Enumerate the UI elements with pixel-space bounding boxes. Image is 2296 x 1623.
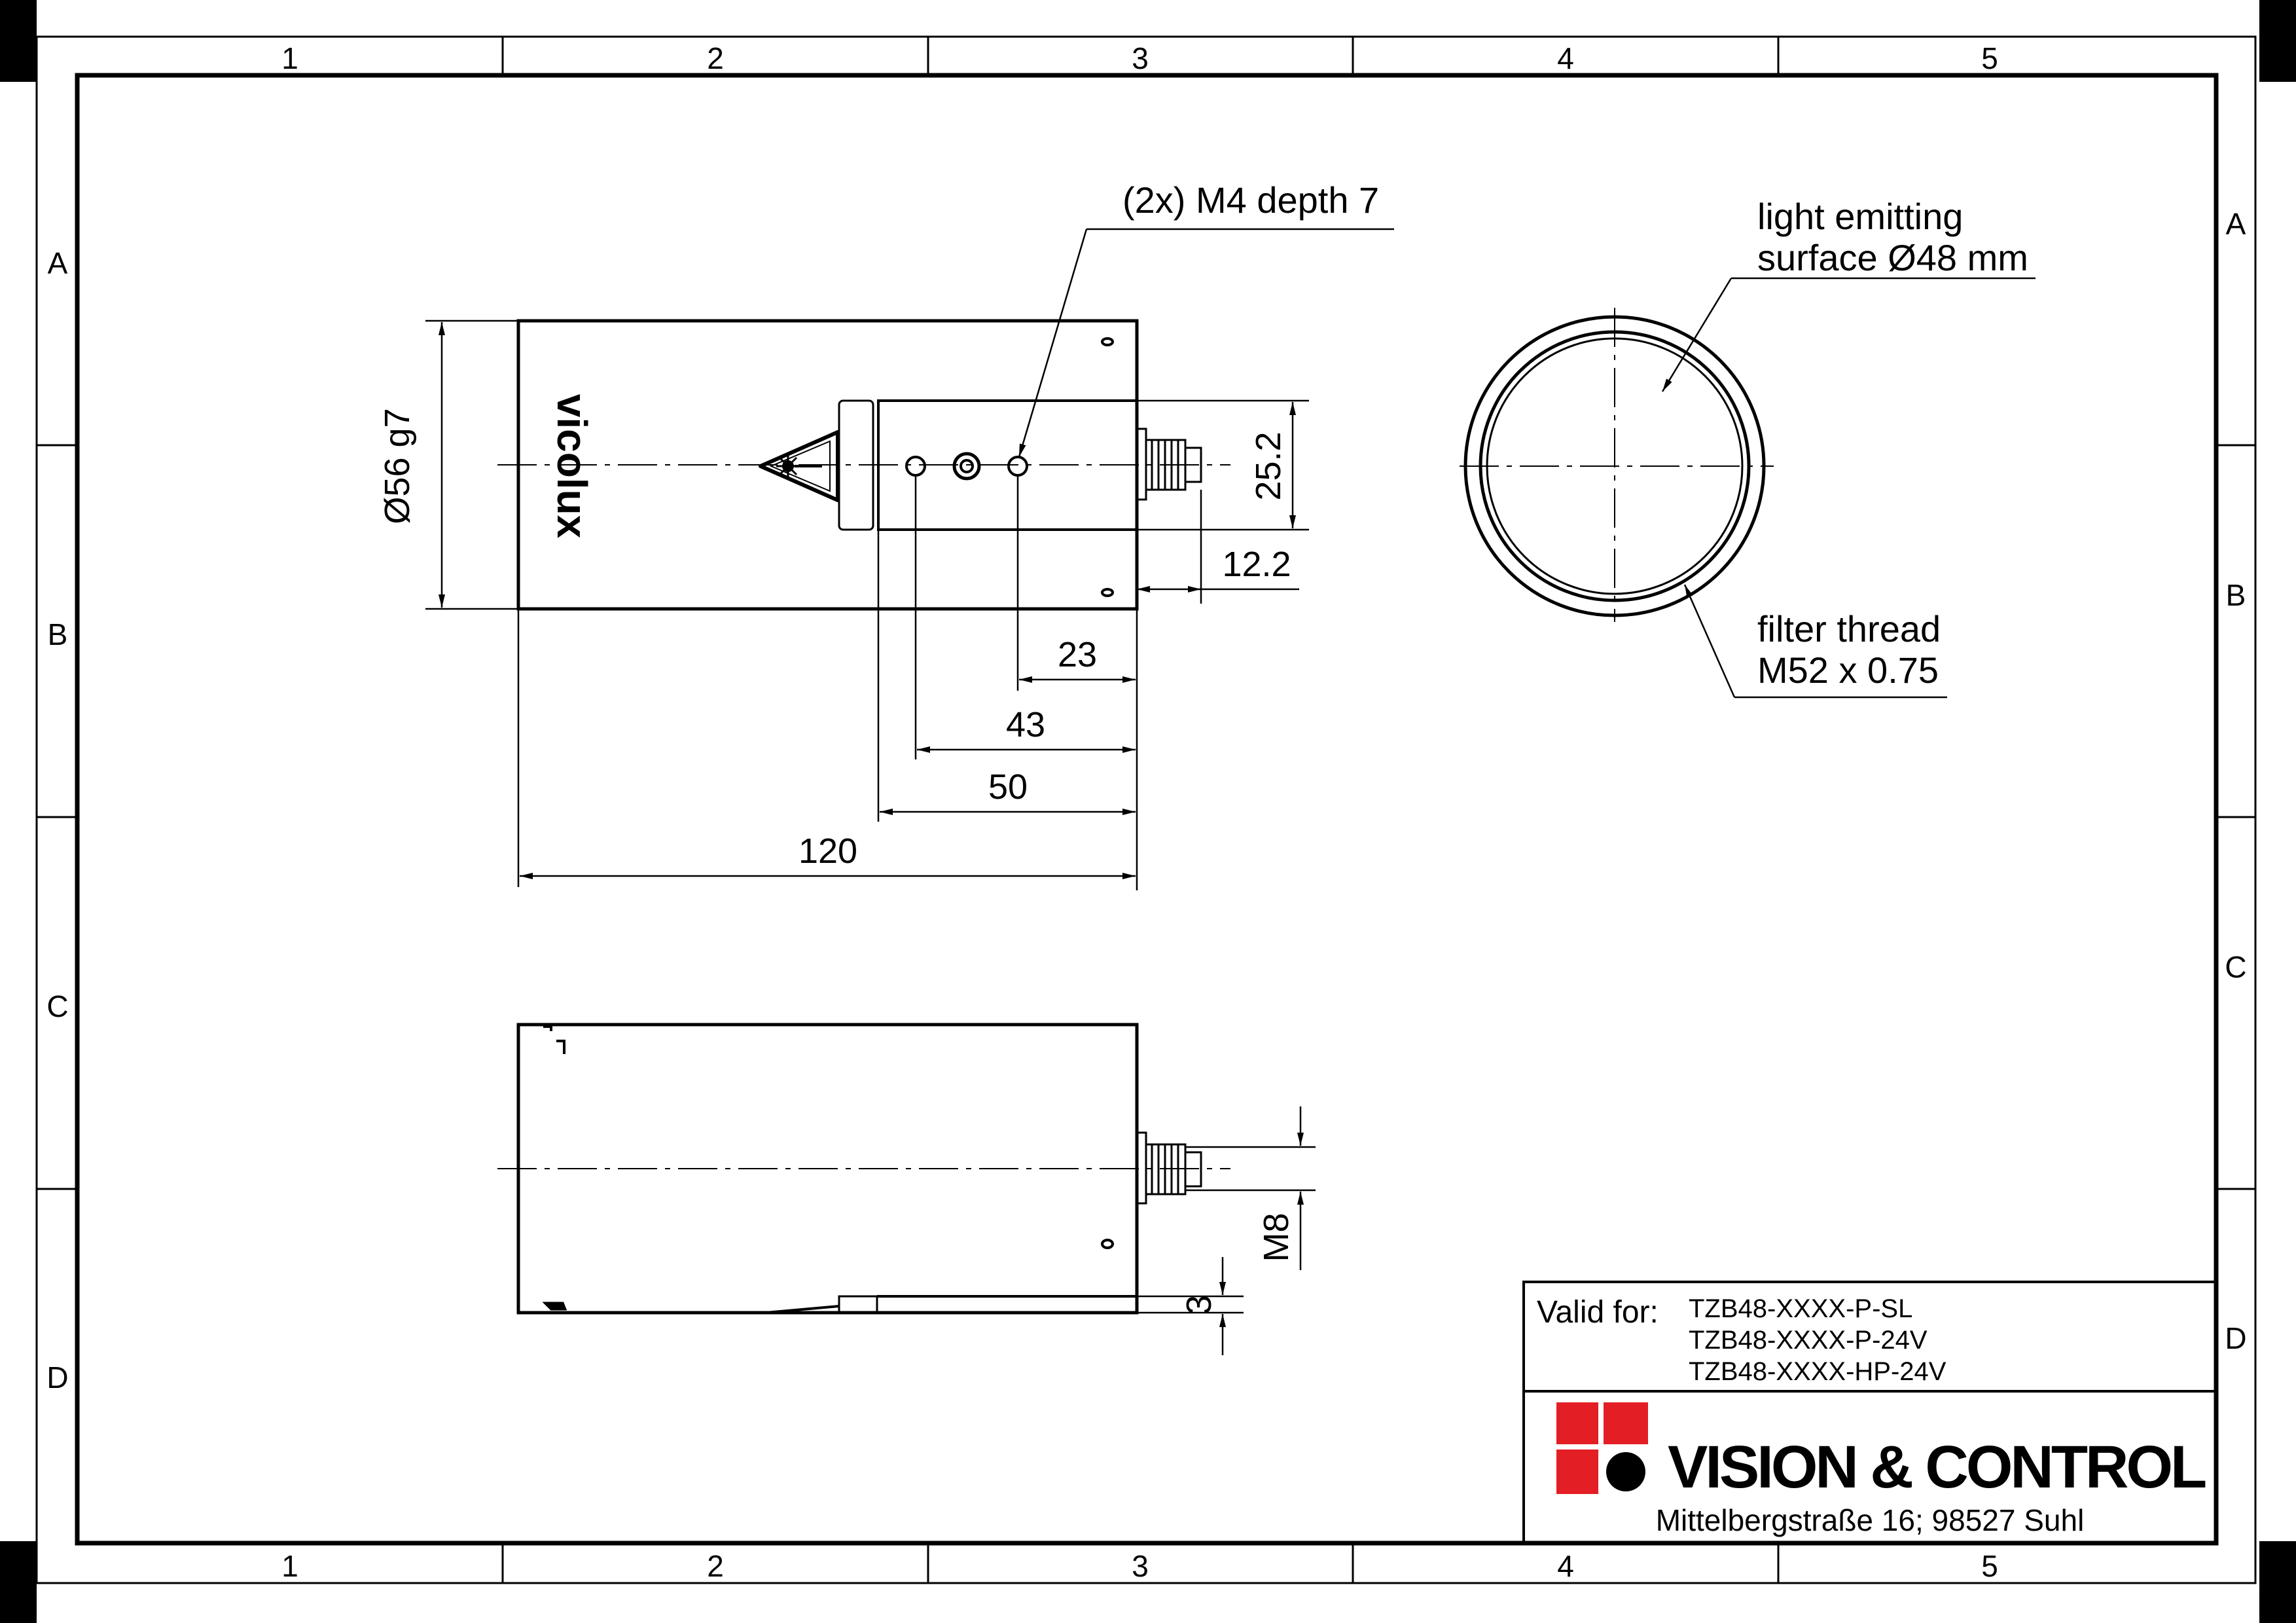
top-view-dimensions [425,228,1394,890]
dim-3: 3 [1179,1295,1219,1315]
zone-row-d-right: D [2225,1321,2246,1355]
dim-25-2: 25.2 [1249,431,1288,500]
dim-43: 43 [1006,705,1045,744]
zone-col-3-top: 3 [1132,41,1149,75]
dim-m8: M8 [1257,1213,1296,1262]
top-view [497,319,1230,611]
zone-col-5-top: 5 [1981,41,1998,75]
zone-row-d-left: D [46,1360,68,1395]
side-view-dimension-texts: M8 3 [1179,1213,1296,1315]
zone-row-c-right: C [2225,950,2246,984]
zone-col-2-top: 2 [707,41,724,75]
front-view-labels: light emitting surface Ø48 mm filter thr… [1757,196,2028,691]
side-view [497,1023,1230,1315]
valid-for-label: Valid for: [1537,1295,1659,1330]
front-view [1460,277,2036,699]
zone-col-4-top: 4 [1557,41,1574,75]
zone-row-b-left: B [48,617,68,651]
dim-23: 23 [1058,635,1097,674]
model-2: TZB48-XXXX-P-24V [1689,1326,1928,1355]
zone-row-b-right: B [2226,578,2246,612]
zone-col-2-bottom: 2 [707,1549,724,1583]
zone-row-c-left: C [46,989,68,1023]
side-view-dimensions [1137,1106,1316,1355]
dim-120: 120 [798,831,857,871]
model-3: TZB48-XXXX-HP-24V [1689,1357,1946,1386]
zone-labels: 1 2 3 4 5 1 2 3 4 5 A B C D A B C D [46,41,2246,1583]
title-block-texts: Valid for: TZB48-XXXX-P-SL TZB48-XXXX-P-… [1537,1294,1946,1386]
zone-row-a-right: A [2226,207,2246,241]
note-thread-line1: filter thread [1757,608,1941,649]
zone-row-a-left: A [48,246,68,280]
dim-diameter-56: Ø56 g7 [378,408,417,524]
zone-col-1-bottom: 1 [281,1549,298,1583]
note-emitting-line1: light emitting [1757,196,1963,237]
model-1: TZB48-XXXX-P-SL [1689,1294,1912,1323]
note-thread-line2: M52 x 0.75 [1757,649,1939,691]
company-logo-icon [1556,1402,1648,1494]
zone-col-1-top: 1 [281,41,298,75]
company-name: VISION & CONTROL [1668,1434,2206,1501]
note-m4-holes: (2x) M4 depth 7 [1122,179,1379,221]
dim-50: 50 [988,767,1028,807]
zone-col-4-bottom: 4 [1557,1549,1574,1583]
top-view-dimension-texts: Ø56 g7 25.2 12.2 23 43 50 120 (2x) M4 de… [378,179,1379,871]
title-block [1522,1281,2217,1544]
dim-12-2: 12.2 [1222,545,1291,584]
company-address: Mittelbergstraße 16; 98527 Suhl [1656,1503,2085,1537]
zone-col-3-bottom: 3 [1132,1549,1149,1583]
note-emitting-line2: surface Ø48 mm [1757,237,2028,278]
vicolux-logo: vicolux [548,394,596,539]
zone-col-5-bottom: 5 [1981,1549,1998,1583]
